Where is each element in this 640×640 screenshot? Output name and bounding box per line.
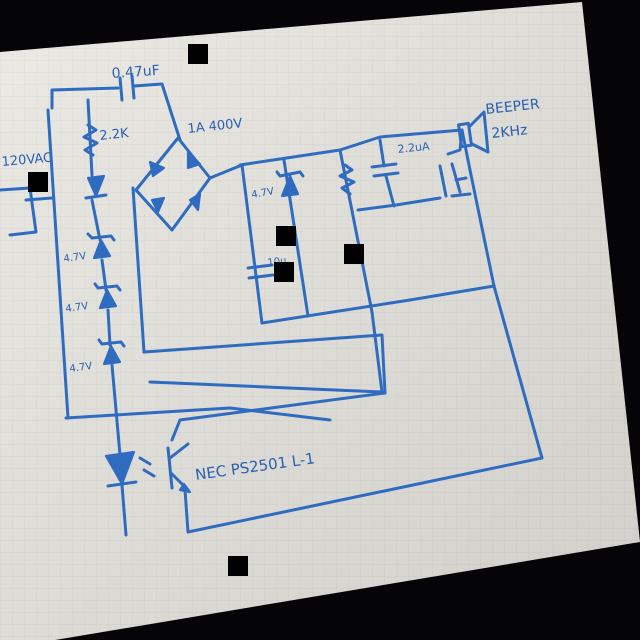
zener-left-1 xyxy=(86,232,116,260)
redaction-box xyxy=(188,44,208,64)
label-beeper-freq: 2KHz xyxy=(491,122,528,142)
beeper xyxy=(457,110,490,154)
capacitor-mid xyxy=(246,263,275,280)
redaction-box xyxy=(228,556,248,576)
label-ac-input: 120VAC xyxy=(1,151,53,170)
redaction-box xyxy=(344,244,364,264)
label-beeper-name: BEEPER xyxy=(485,96,541,118)
redaction-box xyxy=(28,172,48,192)
diode-left xyxy=(84,174,108,200)
redaction-box xyxy=(274,262,294,282)
label-zener-3: 4.7V xyxy=(69,361,93,375)
label-bridge: 1A 400V xyxy=(187,116,243,137)
led xyxy=(104,450,156,488)
phototransistor xyxy=(166,442,192,494)
label-zener-right: 4.7V xyxy=(251,186,275,201)
redaction-box xyxy=(276,226,296,246)
label-zener-1: 4.7V xyxy=(63,251,87,265)
capacitor-right xyxy=(370,138,400,208)
zener-left-2 xyxy=(93,282,122,310)
circuit-wires xyxy=(0,82,544,537)
bridge-diodes xyxy=(148,150,202,214)
capacitor-top xyxy=(118,74,136,102)
zener-left-3 xyxy=(97,338,126,366)
label-zener-2: 4.7V xyxy=(65,301,89,315)
label-cap-top: 0.47uF xyxy=(111,63,160,82)
resistor-top xyxy=(82,123,99,157)
resistor-right xyxy=(338,163,356,196)
zener-right xyxy=(275,170,305,198)
mosfet xyxy=(438,128,472,198)
label-resistor-top: 2.2K xyxy=(99,126,130,144)
label-cap-right: 2.2uA xyxy=(397,140,431,156)
